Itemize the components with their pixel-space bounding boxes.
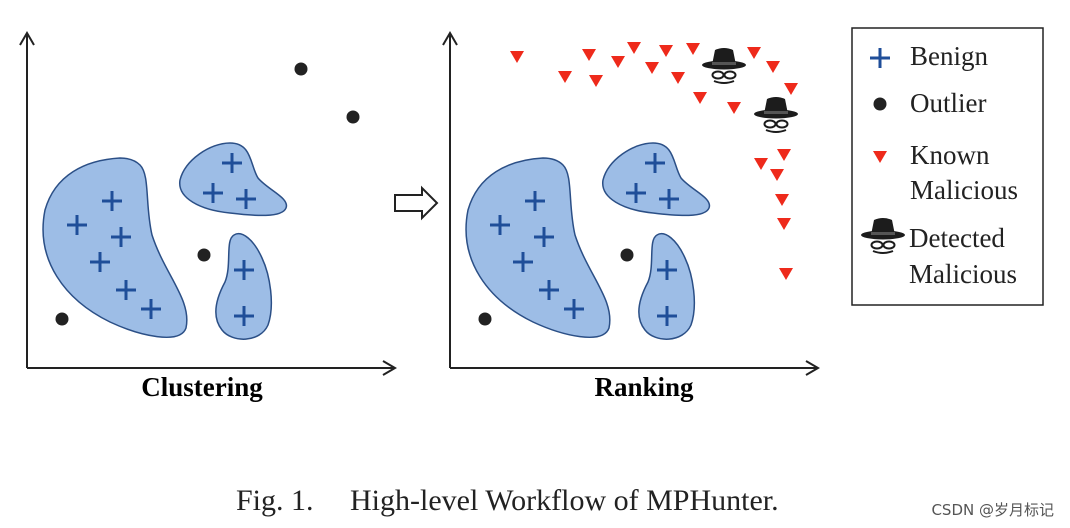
legend-detected-line2: Malicious xyxy=(909,259,1017,289)
outlier-points-right xyxy=(478,248,634,326)
known-malicious-point xyxy=(693,92,707,104)
spy-hat-icon xyxy=(753,96,799,133)
watermark: CSDN @岁月标记 xyxy=(931,501,1054,519)
cluster-bottom xyxy=(215,233,273,340)
known-malicious-point xyxy=(510,51,524,63)
hollow-arrow-right-icon xyxy=(394,185,439,221)
known-malicious-point xyxy=(777,218,791,230)
cluster-bottom xyxy=(638,233,696,340)
known-malicious-point xyxy=(611,56,625,68)
clustering-title: Clustering xyxy=(141,372,263,402)
known-malicious-point xyxy=(766,61,780,73)
spy-hat-icon xyxy=(701,47,747,84)
figure-caption: Fig. 1. High-level Workflow of MPHunter. xyxy=(236,484,779,517)
ranking-axes xyxy=(442,31,820,376)
detected-malicious-points xyxy=(701,47,799,133)
known-malicious-point xyxy=(775,194,789,206)
known-malicious-point xyxy=(582,49,596,61)
legend-box xyxy=(851,27,1044,306)
cluster-top xyxy=(179,142,288,217)
known-malicious-point xyxy=(589,75,603,87)
known-malicious-point xyxy=(779,268,793,280)
known-malicious-point xyxy=(784,83,798,95)
outlier-point xyxy=(55,312,69,326)
cluster-large xyxy=(42,157,188,339)
known-malicious-point xyxy=(777,149,791,161)
known-malicious-point xyxy=(627,42,641,54)
outlier-point xyxy=(294,62,308,76)
ranking-title: Ranking xyxy=(594,372,694,402)
legend-known-line2: Malicious xyxy=(910,175,1018,205)
clustering-panel: Clustering xyxy=(19,31,397,402)
cluster-large xyxy=(465,157,611,339)
outlier-point xyxy=(478,312,492,326)
known-malicious-point xyxy=(754,158,768,170)
known-malicious-point xyxy=(686,43,700,55)
legend: Benign Outlier Known Malicious Detected … xyxy=(851,27,1044,306)
caption-text: High-level Workflow of MPHunter. xyxy=(350,484,779,517)
cluster-top xyxy=(602,142,711,217)
legend-outlier: Outlier xyxy=(910,88,986,118)
legend-benign: Benign xyxy=(910,41,988,71)
known-malicious-point xyxy=(770,169,784,181)
legend-detected-line1: Detected xyxy=(909,223,1005,253)
outlier-point xyxy=(346,110,360,124)
ranking-panel: Ranking xyxy=(442,31,820,402)
known-malicious-point xyxy=(659,45,673,57)
known-malicious-point xyxy=(747,47,761,59)
outlier-point xyxy=(620,248,634,262)
known-malicious-point xyxy=(727,102,741,114)
known-malicious-point xyxy=(645,62,659,74)
known-malicious-point xyxy=(671,72,685,84)
outlier-point xyxy=(197,248,211,262)
outlier-points-left xyxy=(55,62,360,326)
caption-label: Fig. 1. xyxy=(236,484,314,517)
clustering-axes xyxy=(19,31,397,376)
legend-known-line1: Known xyxy=(910,140,990,170)
dot-icon xyxy=(873,97,887,111)
known-malicious-point xyxy=(558,71,572,83)
